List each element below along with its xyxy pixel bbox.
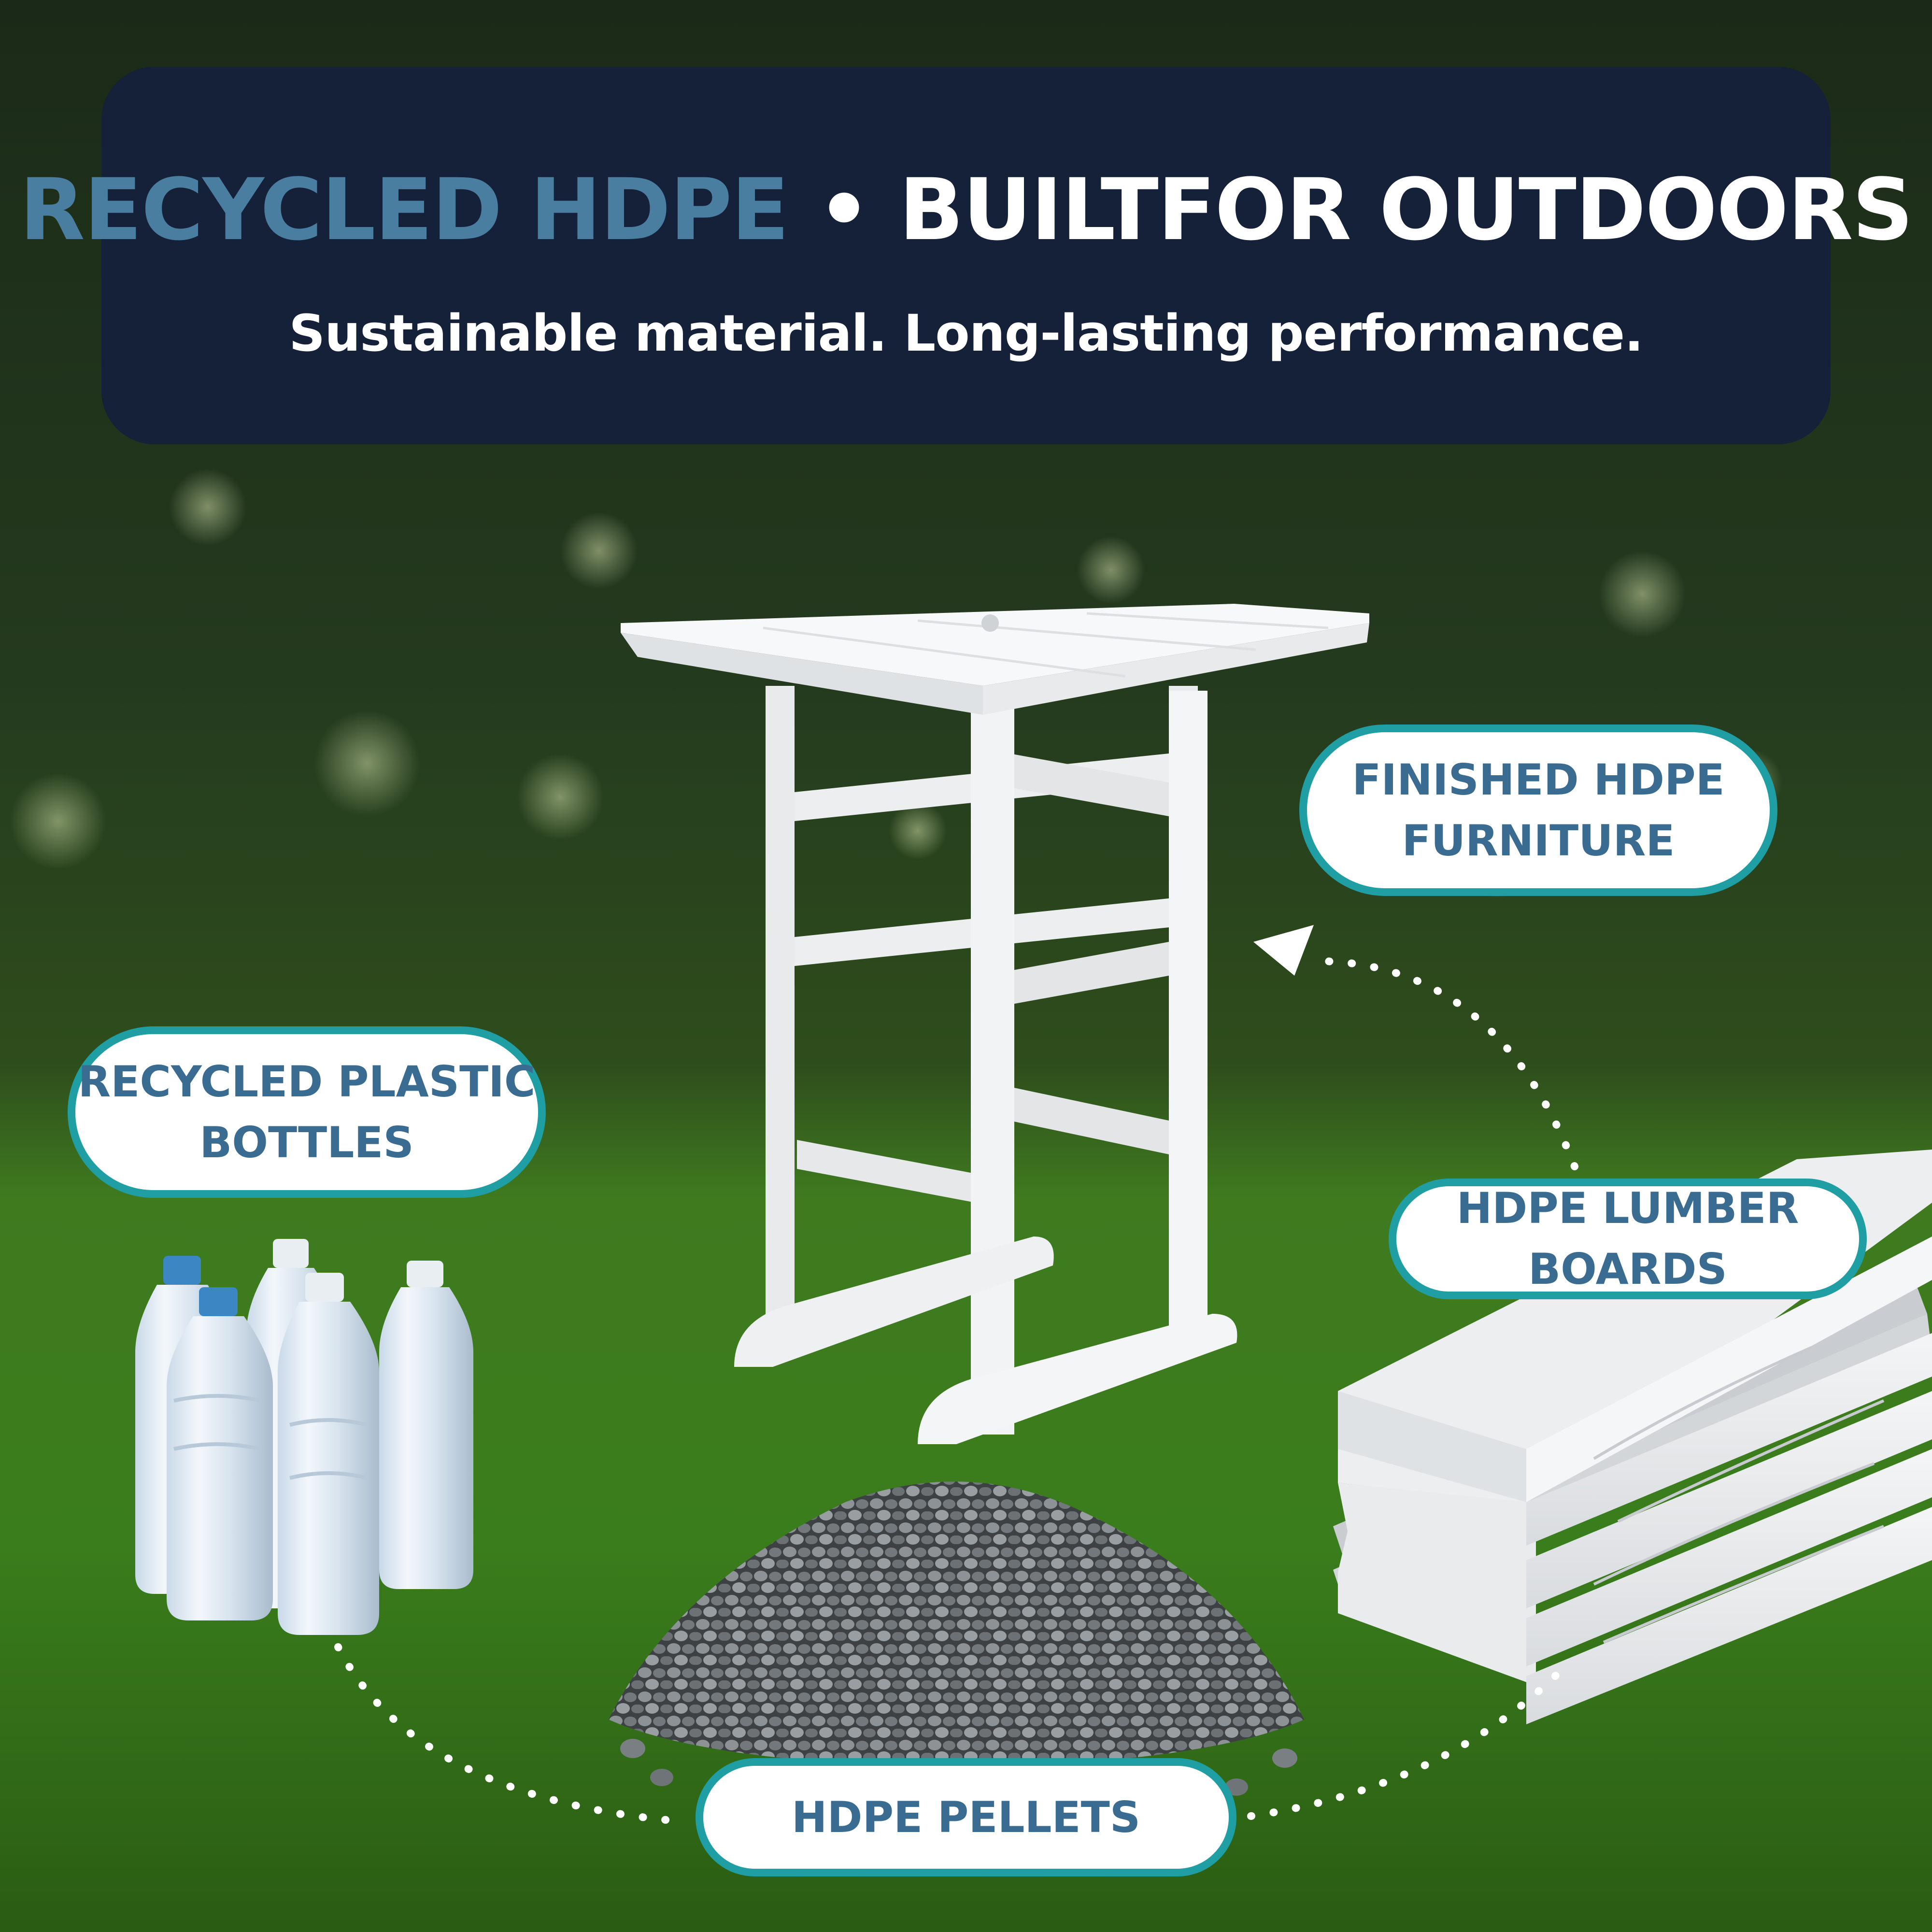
title-part-recycled: RECYCLED HDPE	[19, 160, 789, 259]
arrowhead-icon	[1253, 925, 1314, 976]
page-subtitle: Sustainable material. Long-lasting perfo…	[289, 304, 1643, 363]
header-banner	[101, 67, 1831, 444]
label-lumber-boards-text: HDPE LUMBER BOARDS	[1456, 1183, 1799, 1294]
label-finished-furniture-text: FINISHED HDPE FURNITURE	[1352, 754, 1725, 866]
label-plastic-bottles: RECYCLED PLASTIC BOTTLES	[68, 1026, 546, 1198]
title-separator: •	[788, 160, 899, 259]
plastic-bottles-image	[135, 1239, 473, 1635]
label-lumber-boards: HDPE LUMBER BOARDS	[1389, 1179, 1867, 1299]
label-plastic-bottles-text: RECYCLED PLASTIC BOTTLES	[78, 1056, 536, 1167]
flow-arrow-boards-to-furniture	[1320, 957, 1578, 1170]
title-part-outdoors: BUILTFOR OUTDOORS	[899, 160, 1913, 259]
label-pellets: HDPE PELLETS	[696, 1758, 1236, 1876]
label-pellets-text: HDPE PELLETS	[791, 1792, 1141, 1842]
hdpe-table-image	[621, 604, 1369, 1444]
label-finished-furniture: FINISHED HDPE FURNITURE	[1299, 724, 1777, 896]
page-title: RECYCLED HDPE • BUILTFOR OUTDOORS	[0, 162, 1932, 258]
flow-arrow-bottles-to-pellets	[334, 1643, 680, 1825]
